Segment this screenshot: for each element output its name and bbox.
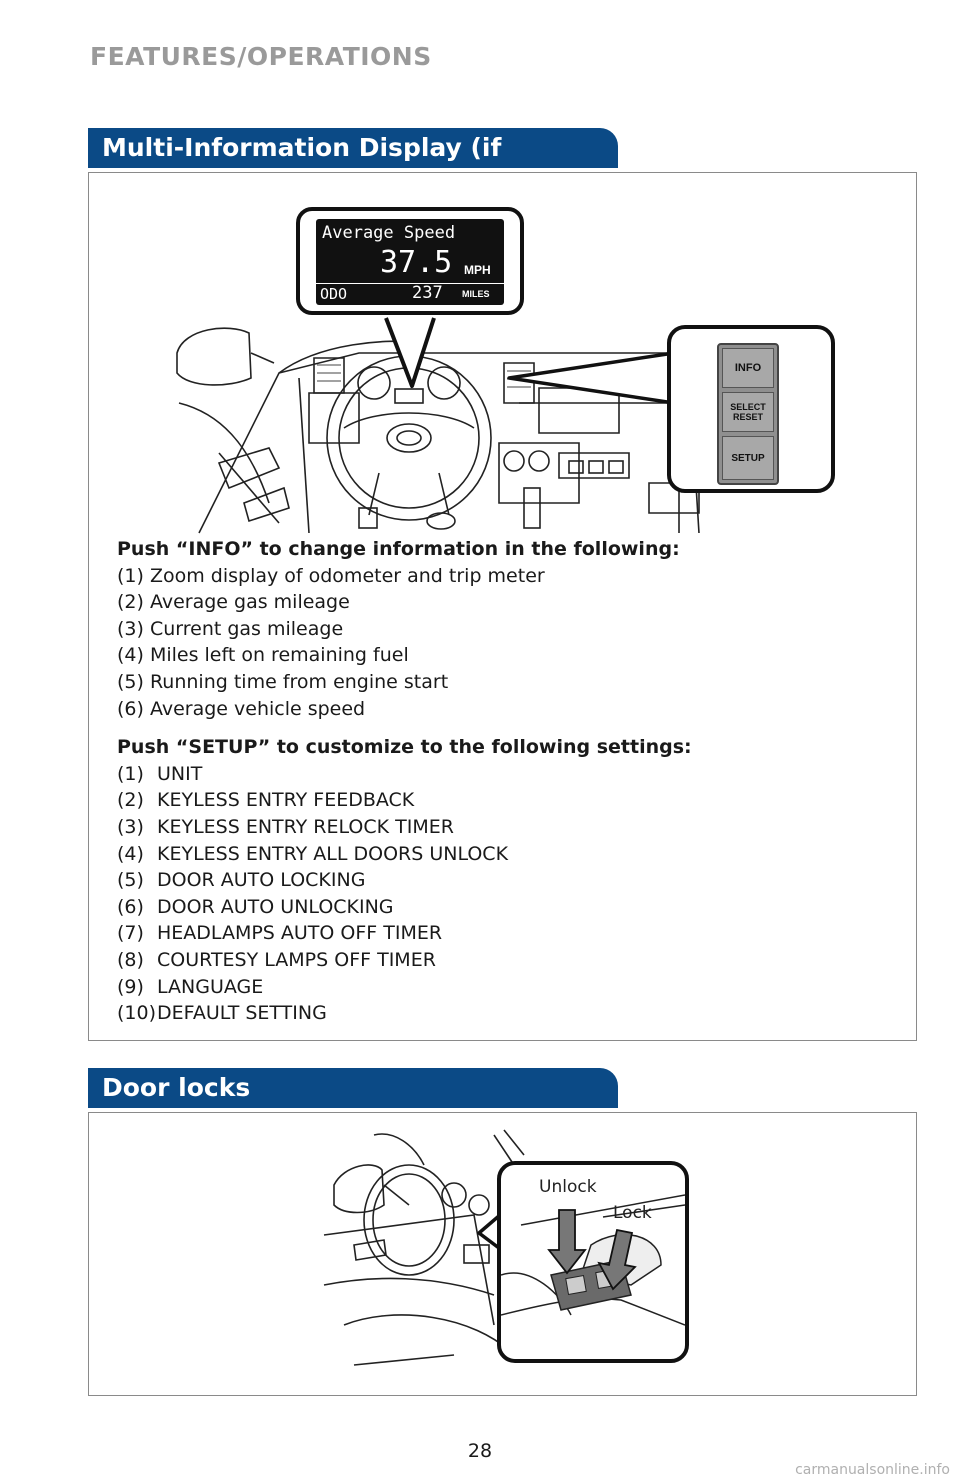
setup-item-number: (5) bbox=[117, 869, 144, 892]
door-locks-title: Door locks bbox=[102, 1073, 251, 1102]
button-callout-pointer bbox=[507, 351, 676, 405]
button-panel: INFO SELECT RESET SETUP bbox=[717, 343, 779, 485]
setup-list-item: (6) DOOR AUTO UNLOCKING bbox=[117, 894, 897, 921]
info-list-item: (5) Running time from engine start bbox=[117, 670, 449, 693]
display-callout-pointer bbox=[384, 317, 436, 388]
setup-button[interactable]: SETUP bbox=[722, 436, 774, 480]
screen-odo-label: ODO bbox=[320, 285, 348, 303]
setup-list-item: (10)DEFAULT SETTING bbox=[117, 1000, 897, 1027]
setup-button-label: SETUP bbox=[731, 452, 765, 464]
select-reset-button[interactable]: SELECT RESET bbox=[722, 392, 774, 432]
door-locks-tab: Door locks bbox=[88, 1068, 618, 1108]
setup-list-item: (4) KEYLESS ENTRY ALL DOORS UNLOCK bbox=[117, 841, 897, 868]
lock-arrow-icon bbox=[597, 1228, 637, 1291]
setup-item-text: KEYLESS ENTRY ALL DOORS UNLOCK bbox=[157, 842, 509, 865]
info-button-label: INFO bbox=[734, 362, 762, 374]
multi-info-screen: Average Speed 37.5 MPH ODO 237 MILES bbox=[316, 219, 504, 305]
section-title: FEATURES/OPERATIONS bbox=[90, 42, 432, 71]
mid-text: Push “INFO” to change information in the… bbox=[117, 536, 897, 1027]
setup-list-item: (1) UNIT bbox=[117, 761, 897, 788]
setup-item-text: LANGUAGE bbox=[157, 975, 264, 998]
setup-item-text: DOOR AUTO LOCKING bbox=[157, 869, 366, 892]
setup-item-number: (3) bbox=[117, 815, 144, 838]
setup-item-text: COURTESY LAMPS OFF TIMER bbox=[157, 948, 436, 971]
page-number: 28 bbox=[467, 1440, 493, 1462]
info-heading: Push “INFO” to change information in the… bbox=[117, 538, 680, 560]
setup-item-text: HEADLAMPS AUTO OFF TIMER bbox=[157, 922, 443, 945]
setup-item-number: (2) bbox=[117, 789, 144, 812]
setup-item-number: (10) bbox=[117, 1002, 157, 1025]
info-list-item: (4) Miles left on remaining fuel bbox=[117, 644, 409, 667]
screen-unit: MPH bbox=[464, 263, 491, 277]
button-callout: INFO SELECT RESET SETUP bbox=[667, 325, 835, 493]
setup-heading: Push “SETUP” to customize to the followi… bbox=[117, 736, 692, 759]
setup-item-text: UNIT bbox=[157, 762, 203, 785]
setup-list-item: (2) KEYLESS ENTRY FEEDBACK bbox=[117, 787, 897, 814]
door-locks-box: Unlock Lock bbox=[88, 1112, 917, 1396]
mid-section-tab: Multi-Information Display (if equipped) bbox=[88, 128, 618, 202]
setup-item-text: KEYLESS ENTRY RELOCK TIMER bbox=[157, 815, 454, 838]
info-list-item: (1) Zoom display of odometer and trip me… bbox=[117, 564, 545, 587]
info-list: (1) Zoom display of odometer and trip me… bbox=[117, 563, 897, 723]
setup-list-item: (8) COURTESY LAMPS OFF TIMER bbox=[117, 947, 897, 974]
select-button-label: SELECT bbox=[730, 402, 766, 412]
door-interior-illustration bbox=[323, 1129, 525, 1366]
setup-item-number: (9) bbox=[117, 975, 144, 998]
setup-list-item: (9) LANGUAGE bbox=[117, 974, 897, 1001]
setup-item-number: (7) bbox=[117, 922, 144, 945]
mid-section-box: Average Speed 37.5 MPH ODO 237 MILES INF… bbox=[88, 172, 917, 1041]
setup-list-item: (3) KEYLESS ENTRY RELOCK TIMER bbox=[117, 814, 897, 841]
setup-item-text: KEYLESS ENTRY FEEDBACK bbox=[157, 789, 415, 812]
watermark: carmanualsonline.info bbox=[795, 1462, 950, 1478]
setup-item-number: (4) bbox=[117, 842, 144, 865]
info-button[interactable]: INFO bbox=[722, 348, 774, 388]
setup-list-item: (7) HEADLAMPS AUTO OFF TIMER bbox=[117, 920, 897, 947]
reset-button-label: RESET bbox=[732, 412, 763, 422]
lock-label: Lock bbox=[613, 1203, 652, 1223]
info-list-item: (2) Average gas mileage bbox=[117, 591, 350, 614]
unlock-label: Unlock bbox=[539, 1177, 597, 1197]
setup-item-text: DOOR AUTO UNLOCKING bbox=[157, 895, 394, 918]
setup-item-number: (1) bbox=[117, 762, 144, 785]
display-callout: Average Speed 37.5 MPH ODO 237 MILES bbox=[296, 207, 524, 315]
setup-item-text: DEFAULT SETTING bbox=[157, 1002, 327, 1025]
lock-callout: Unlock Lock bbox=[497, 1161, 689, 1363]
info-list-item: (6) Average vehicle speed bbox=[117, 697, 366, 720]
setup-item-number: (6) bbox=[117, 895, 144, 918]
setup-list-item: (5) DOOR AUTO LOCKING bbox=[117, 867, 897, 894]
info-list-item: (3) Current gas mileage bbox=[117, 617, 344, 640]
lock-switch-illustration bbox=[501, 1194, 685, 1326]
screen-value: 37.5 bbox=[380, 245, 453, 280]
setup-item-number: (8) bbox=[117, 948, 144, 971]
setup-list: (1) UNIT (2) KEYLESS ENTRY FEEDBACK (3) KEYLE… bbox=[117, 761, 897, 1027]
screen-title: Average Speed bbox=[322, 223, 456, 243]
screen-divider bbox=[316, 283, 504, 284]
screen-odo-value: 237 bbox=[412, 283, 443, 303]
unlock-arrow-icon bbox=[547, 1209, 587, 1275]
screen-odo-unit: MILES bbox=[462, 289, 490, 299]
mid-section-title: Multi-Information Display (if equipped) bbox=[102, 133, 502, 202]
